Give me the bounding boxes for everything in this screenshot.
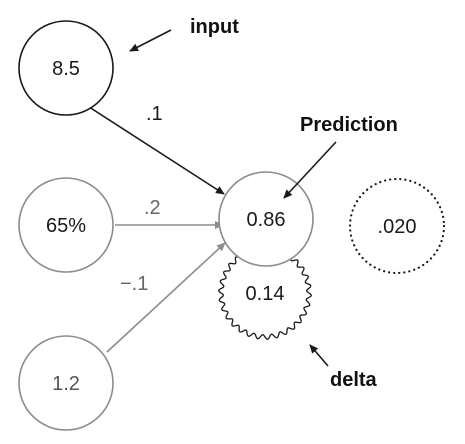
- input-node-middle-value: 65%: [46, 215, 86, 237]
- weight-edge-top: [85, 104, 225, 195]
- prediction-node-value: 0.86: [247, 209, 286, 231]
- input-node-top-value: 8.5: [52, 58, 80, 80]
- weight-label-top: .1: [146, 103, 163, 125]
- callout-input-label: input: [190, 16, 239, 38]
- delta-node-value: 0.14: [246, 283, 285, 305]
- input-node-middle: [18, 177, 114, 273]
- error-node: [348, 177, 446, 275]
- callout-prediction-label: Prediction: [300, 114, 398, 136]
- input-node-bottom: [18, 335, 114, 431]
- callout-delta-arrow: [309, 344, 329, 367]
- callout-prediction-arrow: [283, 141, 337, 199]
- weight-edge-bottom: [106, 242, 226, 353]
- callout-delta-label: delta: [330, 369, 378, 391]
- error-node-value: .020: [378, 216, 417, 238]
- callout-input-arrow: [129, 29, 172, 52]
- weight-label-bottom: −.1: [120, 273, 148, 295]
- weight-label-middle: .2: [144, 197, 161, 219]
- input-node-top: [18, 20, 114, 116]
- input-node-bottom-value: 1.2: [52, 373, 80, 395]
